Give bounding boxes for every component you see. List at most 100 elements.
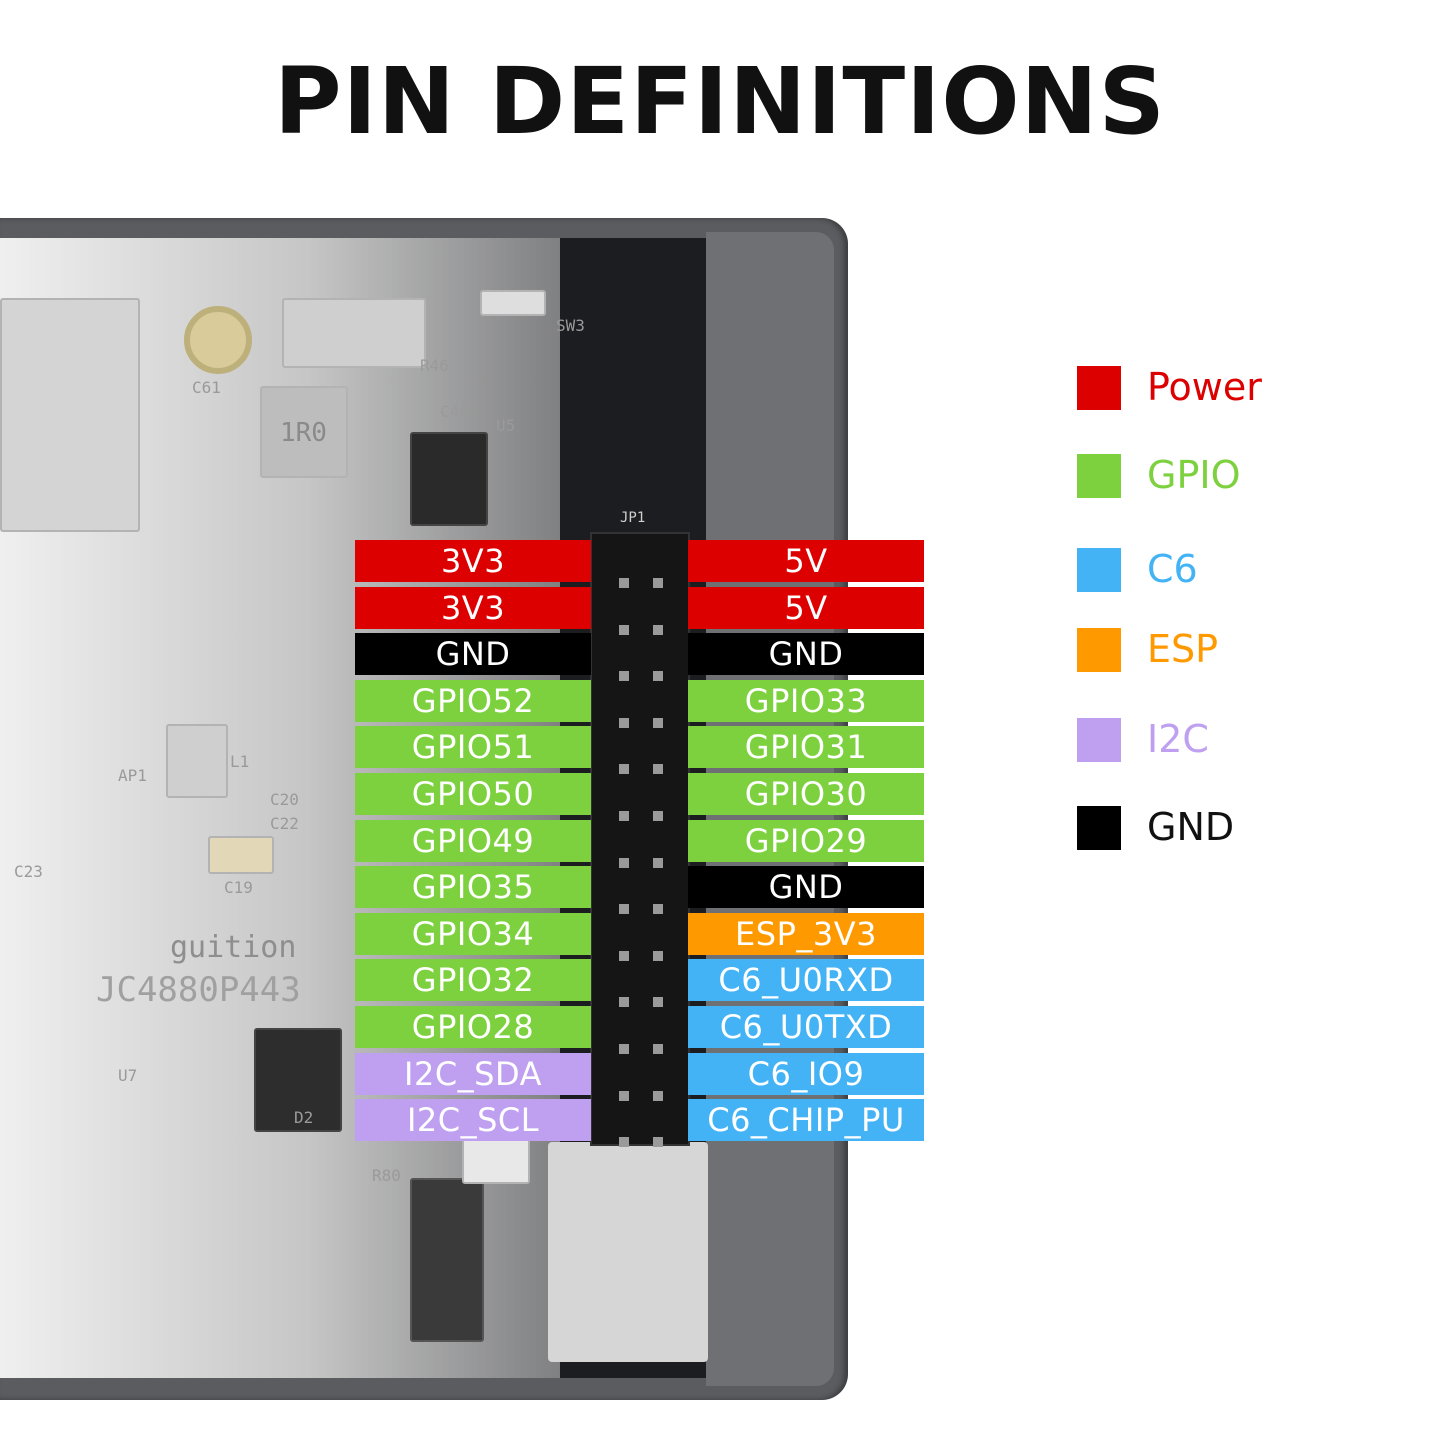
header-pin bbox=[653, 857, 663, 868]
pin-label-left-10: GPIO32 bbox=[355, 959, 591, 1002]
header-pin bbox=[653, 997, 663, 1008]
silk-label: L1 bbox=[230, 752, 250, 771]
legend-item-gpio: GPIO bbox=[1077, 452, 1377, 498]
pin-label-right-5: GPIO31 bbox=[688, 726, 924, 769]
header-pin bbox=[653, 717, 663, 728]
header-pin bbox=[619, 624, 629, 635]
mounting-hole bbox=[184, 306, 252, 374]
header-pin bbox=[619, 1044, 629, 1054]
silk-label: C22 bbox=[270, 814, 299, 833]
header-pin bbox=[619, 1090, 629, 1101]
pin-header-jp1 bbox=[590, 532, 690, 1146]
logo-text: guition bbox=[170, 930, 297, 965]
legend-label: C6 bbox=[1147, 547, 1198, 591]
silk-label: U5 bbox=[496, 416, 516, 435]
legend-item-esp: ESP bbox=[1077, 626, 1377, 672]
chip-u5 bbox=[410, 432, 488, 526]
pin-label-left-6: GPIO50 bbox=[355, 772, 591, 815]
header-pin bbox=[653, 624, 663, 635]
silk-label: C61 bbox=[192, 378, 221, 397]
header-pin bbox=[653, 764, 663, 775]
legend-swatch bbox=[1077, 548, 1121, 592]
pin-label-right-4: GPIO33 bbox=[688, 679, 924, 722]
pin-label-left-1: 3V3 bbox=[355, 540, 591, 582]
header-pin bbox=[619, 671, 629, 682]
pin-label-left-3: GND bbox=[355, 633, 591, 676]
legend-swatch bbox=[1077, 366, 1121, 410]
pin-label-left-13: I2C_SCL bbox=[355, 1099, 591, 1142]
silk-label: U7 bbox=[118, 1066, 138, 1085]
legend-label: GND bbox=[1147, 805, 1235, 849]
legend-label: ESP bbox=[1147, 627, 1219, 671]
legend-label: Power bbox=[1147, 365, 1262, 409]
silk-label: C23 bbox=[14, 862, 43, 881]
pin-label-right-8: GND bbox=[688, 866, 924, 909]
header-pin bbox=[619, 997, 629, 1008]
silk-label: SW3 bbox=[556, 316, 585, 335]
header-pin bbox=[619, 950, 629, 961]
legend-item-c6: C6 bbox=[1077, 546, 1377, 592]
fpc2-connector bbox=[410, 1178, 484, 1342]
pin-label-left-4: GPIO52 bbox=[355, 679, 591, 722]
pin-label-right-3: GND bbox=[688, 633, 924, 676]
silk-label: AP1 bbox=[118, 766, 147, 785]
battery-connector bbox=[282, 298, 426, 368]
thermal-pad bbox=[548, 1142, 708, 1362]
board-model-label: JC4880P443 bbox=[96, 970, 301, 1010]
header-pin bbox=[619, 857, 629, 868]
pin-label-right-9: ESP_3V3 bbox=[688, 912, 924, 955]
silk-label: C19 bbox=[224, 878, 253, 897]
legend-item-power: Power bbox=[1077, 364, 1377, 410]
header-pin bbox=[653, 671, 663, 682]
header-pin bbox=[619, 764, 629, 775]
legend-label: I2C bbox=[1147, 717, 1209, 761]
silk-label: R46 bbox=[420, 356, 449, 375]
silk-label: C20 bbox=[270, 790, 299, 809]
silk-label: 1R0 bbox=[280, 418, 327, 448]
header-pin bbox=[619, 717, 629, 728]
chip-d2 bbox=[254, 1028, 342, 1132]
legend-swatch bbox=[1077, 806, 1121, 850]
pin-label-right-13: C6_CHIP_PU bbox=[688, 1099, 924, 1142]
pin-label-left-12: I2C_SDA bbox=[355, 1052, 591, 1095]
pin-label-right-12: C6_IO9 bbox=[688, 1052, 924, 1095]
pin-label-right-11: C6_U0TXD bbox=[688, 1005, 924, 1048]
connector-label: JP1 bbox=[620, 510, 646, 526]
pin-label-left-11: GPIO28 bbox=[355, 1005, 591, 1048]
legend-item-gnd: GND bbox=[1077, 804, 1377, 850]
header-pin bbox=[653, 1137, 663, 1148]
sd-card-slot bbox=[0, 298, 140, 532]
pin-label-left-7: GPIO49 bbox=[355, 819, 591, 862]
pin-label-left-5: GPIO51 bbox=[355, 726, 591, 769]
capacitor-c19 bbox=[208, 836, 274, 874]
legend-swatch bbox=[1077, 718, 1121, 762]
pin-label-right-6: GPIO30 bbox=[688, 772, 924, 815]
switch-sw3 bbox=[480, 290, 546, 316]
silk-label: D2 bbox=[294, 1108, 314, 1127]
header-pin bbox=[619, 811, 629, 821]
header-pin bbox=[653, 950, 663, 961]
pin-label-right-1: 5V bbox=[688, 540, 924, 582]
chip-ap1 bbox=[166, 724, 228, 798]
header-pin bbox=[653, 1090, 663, 1101]
legend-swatch bbox=[1077, 628, 1121, 672]
header-pin bbox=[653, 811, 663, 821]
silk-label: C44 bbox=[440, 402, 469, 421]
pin-label-right-2: 5V bbox=[688, 586, 924, 629]
header-pin bbox=[653, 578, 663, 588]
inductor bbox=[260, 386, 348, 478]
pin-label-left-8: GPIO35 bbox=[355, 866, 591, 909]
legend-label: GPIO bbox=[1147, 453, 1241, 497]
legend-swatch bbox=[1077, 454, 1121, 498]
pin-label-left-9: GPIO34 bbox=[355, 912, 591, 955]
header-pin bbox=[619, 578, 629, 588]
silk-label: R80 bbox=[372, 1166, 401, 1185]
legend-item-i2c: I2C bbox=[1077, 716, 1377, 762]
header-pin bbox=[653, 1044, 663, 1054]
pin-label-right-10: C6_U0RXD bbox=[688, 959, 924, 1002]
header-pin bbox=[653, 904, 663, 915]
header-pin bbox=[619, 904, 629, 915]
pin-label-left-2: 3V3 bbox=[355, 586, 591, 629]
